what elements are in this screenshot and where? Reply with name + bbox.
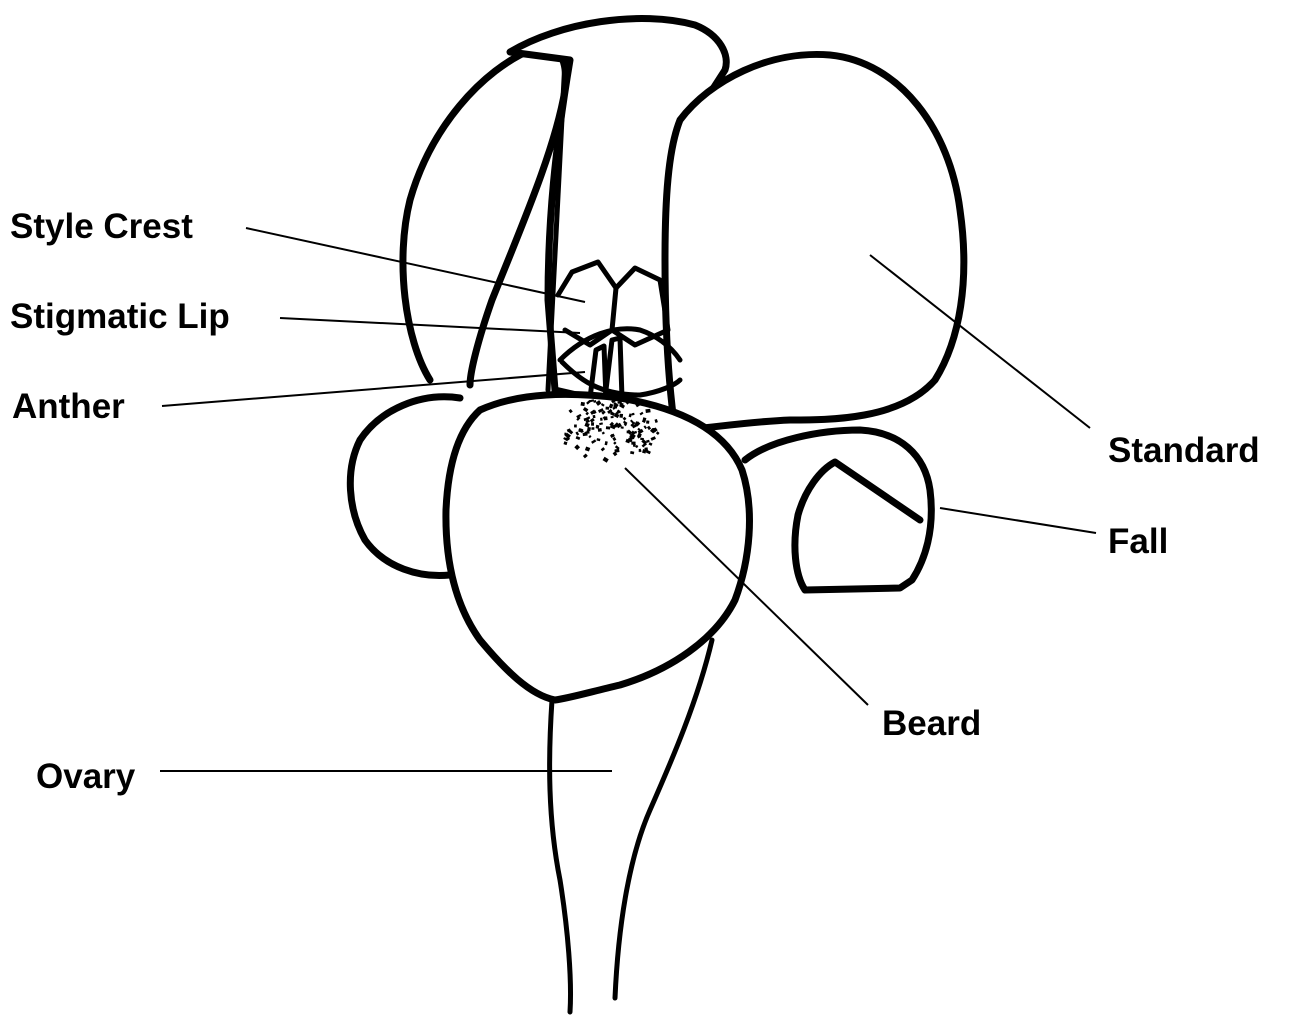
beard-stipple: [600, 418, 603, 421]
label-ovary: Ovary: [36, 757, 136, 796]
beard-stipple: [574, 425, 577, 428]
beard-stipple: [604, 416, 608, 420]
left-standard-petal: [403, 47, 566, 385]
label-beard: Beard: [882, 704, 981, 743]
beard-stipple: [645, 409, 650, 413]
beard-stipple: [631, 442, 635, 445]
beard-stipple: [593, 415, 596, 418]
beard-stipple: [581, 402, 585, 406]
beard-stipple: [615, 449, 617, 452]
beard-stipple: [611, 416, 614, 418]
label-anther: Anther: [12, 387, 125, 426]
beard-stipple: [591, 422, 594, 426]
label-fall: Fall: [1108, 522, 1168, 561]
beard-stipple: [587, 427, 591, 431]
beard-stipple: [591, 427, 594, 430]
beard-stipple: [646, 420, 649, 423]
label-standard: Standard: [1108, 431, 1260, 470]
beard-stipple: [606, 426, 610, 429]
right-fall-petal: [745, 430, 931, 590]
beard-stipple: [565, 438, 567, 440]
label-style-crest: Style Crest: [10, 207, 193, 246]
label-stigmatic-lip: Stigmatic Lip: [10, 297, 230, 336]
left-fall-petal: [350, 397, 460, 576]
beard-stipple: [621, 426, 624, 429]
beard-stipple: [605, 407, 609, 410]
beard-stipple: [618, 401, 622, 403]
beard-stipple: [652, 428, 655, 431]
beard-stipple: [619, 414, 623, 418]
beard-stipple: [598, 428, 602, 432]
leader-fall: [940, 508, 1096, 533]
beard-stipple: [629, 436, 634, 439]
right-standard-petal: [665, 54, 964, 430]
